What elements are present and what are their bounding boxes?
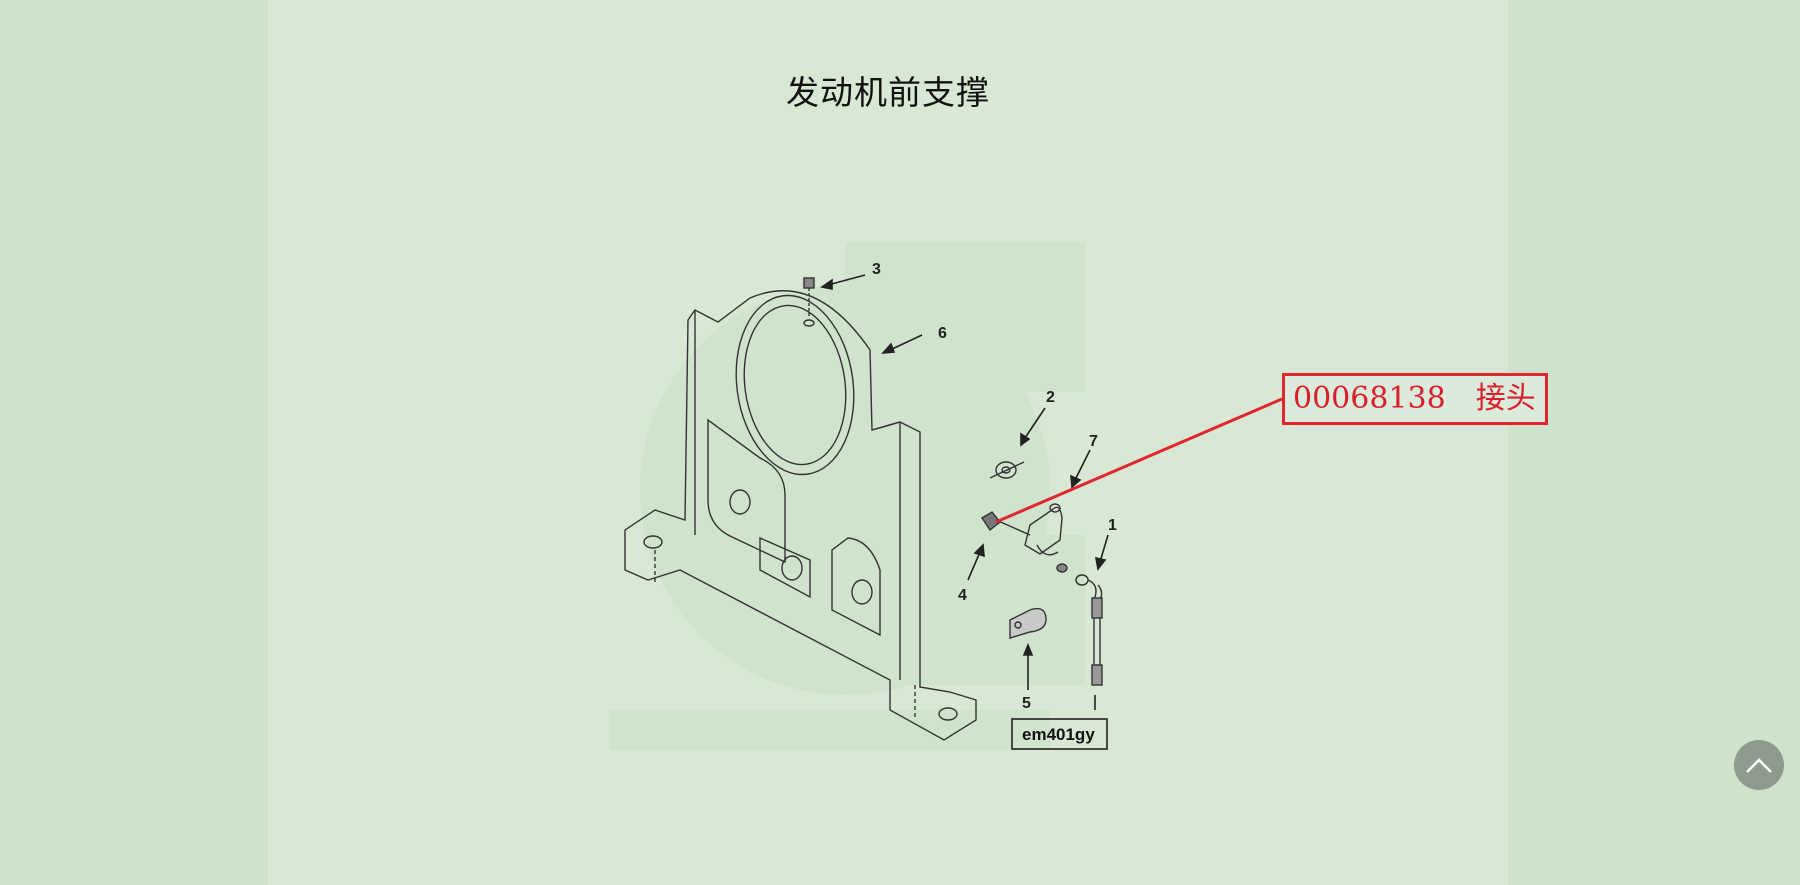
part-label-4: 4 xyxy=(958,587,967,604)
parts-diagram: 1 2 3 4 5 6 7 em401gy xyxy=(600,240,1120,760)
part-label-7: 7 xyxy=(1089,433,1098,450)
part-label-3: 3 xyxy=(872,261,881,278)
bolt-part xyxy=(803,277,815,327)
figure-code-label: em401gy xyxy=(1022,725,1095,744)
front-support-bracket xyxy=(624,290,977,741)
cummins-logo-watermark xyxy=(610,242,1085,750)
part-callout-label: 00068138 接头 xyxy=(1282,373,1548,425)
page-title: 发动机前支撑 xyxy=(786,73,990,112)
part-label-6: 6 xyxy=(938,325,947,342)
part-label-2: 2 xyxy=(1046,389,1055,406)
part-label-1: 1 xyxy=(1108,517,1117,534)
clamp-part xyxy=(1009,607,1047,639)
back-to-top-button[interactable] xyxy=(1734,740,1784,790)
parts-diagram-drawing: 1 2 3 4 5 6 7 em401gy xyxy=(610,242,1117,750)
figure-code-box: em401gy xyxy=(1011,718,1108,750)
chevron-up-icon xyxy=(1746,758,1772,773)
hose-part xyxy=(1075,574,1103,686)
part-label-5: 5 xyxy=(1022,695,1031,712)
